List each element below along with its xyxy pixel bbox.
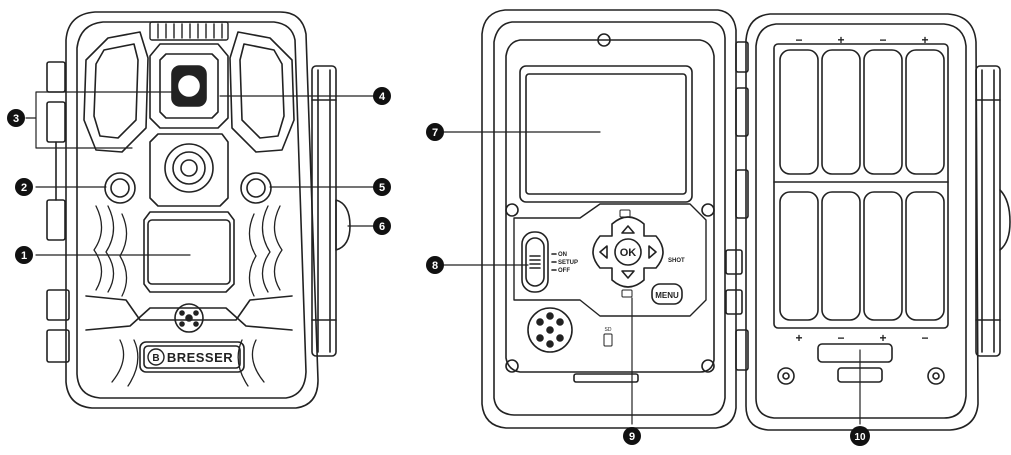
- battery-sign: +: [795, 331, 802, 345]
- brand-plate: [139, 341, 245, 373]
- battery-sign: −: [921, 331, 928, 345]
- ir-sensor-icon: [143, 211, 235, 293]
- lcd-screen-icon: [525, 73, 687, 195]
- sd-slot-icon: [603, 333, 613, 347]
- callout-4: [373, 87, 391, 105]
- arrow-up-icon: [621, 225, 635, 234]
- callout-2: [15, 178, 33, 196]
- arrow-down-icon: [621, 270, 635, 279]
- battery-compartment-view: − + − + + − + −: [745, 13, 1011, 431]
- ok-button-label: OK: [620, 247, 637, 259]
- infrared-led-icon-right: [240, 172, 272, 204]
- battery-sign: −: [879, 33, 886, 47]
- brand-initial: B: [152, 353, 159, 364]
- callout-9: [623, 427, 641, 445]
- battery-compartment-icon: [773, 43, 949, 329]
- battery-side-strap: [975, 65, 1011, 357]
- camera-interior-view: ON SETUP OFF OK MENU SHOT: [481, 9, 749, 429]
- shot-label: SHOT: [668, 258, 685, 264]
- callout-number: 1: [21, 250, 27, 262]
- callout-7: [426, 123, 444, 141]
- callout-leaders: [25, 91, 861, 425]
- callout-badges: [7, 87, 870, 446]
- brand-name: BRESSER: [167, 350, 233, 365]
- callout-numbers: 1 2 3 4 5 6 7 8 9 10: [13, 91, 866, 443]
- callout-number: 10: [854, 432, 866, 443]
- lock-tab-icon: [335, 199, 351, 251]
- callout-number: 5: [379, 182, 385, 194]
- photo-mode-icon: [621, 289, 633, 298]
- callout-number: 6: [379, 221, 385, 233]
- callout-1: [15, 246, 33, 264]
- callout-10: [850, 426, 870, 446]
- callout-number: 2: [21, 182, 27, 194]
- tripod-socket-icon: [174, 303, 204, 333]
- battery-sign: +: [879, 331, 886, 345]
- sd-slot-label: SD: [605, 327, 612, 333]
- video-mode-icon: [619, 209, 631, 218]
- battery-sign: +: [921, 33, 928, 47]
- arrow-left-icon: [599, 245, 608, 259]
- keypad-icon: [592, 216, 664, 288]
- callout-5: [373, 178, 391, 196]
- switch-on-label: ON: [558, 252, 567, 258]
- battery-sign: −: [795, 33, 802, 47]
- switch-setup-label: SETUP: [558, 260, 578, 266]
- callout-number: 9: [629, 431, 635, 443]
- microphone-icon: [527, 307, 573, 353]
- mode-switch-icon: [521, 231, 557, 293]
- battery-sign: +: [837, 33, 844, 47]
- menu-button: [651, 283, 683, 305]
- callout-3: [7, 109, 25, 127]
- right-strap: [311, 65, 337, 357]
- menu-button-label: MENU: [655, 291, 679, 300]
- camera-lens-icon: [149, 43, 229, 129]
- arrow-right-icon: [648, 245, 657, 259]
- callout-number: 7: [432, 127, 438, 139]
- callout-6: [373, 217, 391, 235]
- wave-pattern: [93, 205, 283, 387]
- door-housing: [481, 9, 737, 429]
- callout-number: 4: [379, 91, 386, 103]
- callout-number: 8: [432, 260, 438, 272]
- callout-number: 3: [13, 113, 19, 125]
- door-hinge: [725, 41, 749, 371]
- screw-icon: [597, 33, 611, 47]
- battery-sign: −: [837, 331, 844, 345]
- front-housing: [65, 11, 319, 409]
- infrared-led-panel-right: [229, 31, 295, 153]
- top-vent: [149, 21, 229, 41]
- infrared-led-icon: [104, 172, 136, 204]
- infrared-led-panel-left: [83, 31, 149, 153]
- camera-front-view: B BRESSER: [46, 11, 351, 409]
- brand-logo-icon: [147, 348, 165, 366]
- callout-8: [426, 256, 444, 274]
- switch-off-label: OFF: [558, 268, 570, 274]
